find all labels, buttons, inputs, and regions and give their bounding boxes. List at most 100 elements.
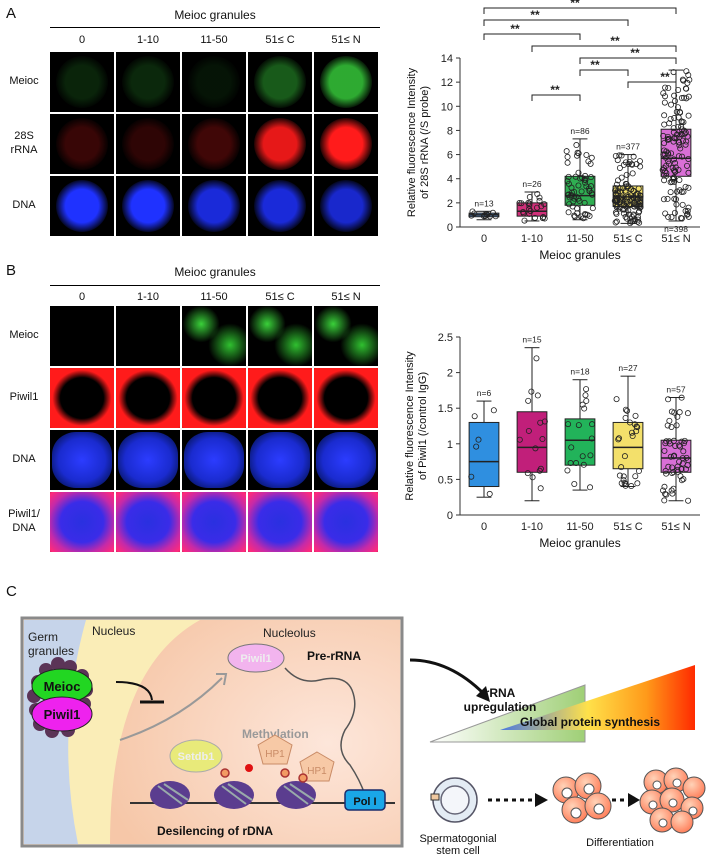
scale-bar — [320, 237, 372, 240]
micrograph-cell — [182, 52, 246, 112]
data-point — [670, 125, 677, 132]
data-point — [615, 435, 622, 442]
hp1-a-shape — [257, 734, 293, 765]
data-point — [663, 148, 670, 155]
data-point — [525, 397, 532, 404]
data-point — [680, 119, 687, 126]
data-point — [489, 209, 496, 216]
micrograph-cell — [182, 114, 246, 174]
data-point — [534, 204, 541, 211]
data-point — [662, 84, 669, 91]
data-point — [672, 196, 679, 203]
data-point — [572, 173, 579, 180]
data-point — [622, 414, 629, 421]
data-point — [575, 422, 582, 429]
data-point — [582, 179, 589, 186]
n-label: n=18 — [570, 367, 589, 377]
micrograph-cell — [50, 430, 114, 490]
significance-bracket — [579, 57, 677, 64]
import-arrow-head — [216, 673, 228, 686]
data-point — [577, 213, 584, 220]
cell-blob — [320, 56, 372, 108]
data-point — [664, 133, 671, 140]
data-point — [529, 474, 536, 481]
data-point — [618, 464, 625, 471]
data-point — [672, 442, 679, 449]
data-point — [670, 156, 677, 163]
data-point — [520, 209, 527, 216]
y-tick-label: 2 — [447, 368, 453, 380]
micrograph-cell — [248, 430, 312, 490]
cell-blob — [116, 492, 180, 552]
panel-c-letter: C — [6, 583, 17, 600]
data-point — [685, 497, 692, 504]
data-point — [620, 210, 627, 217]
data-point — [613, 218, 620, 225]
significance-label: ** — [530, 8, 540, 22]
micrograph-cell — [50, 368, 114, 428]
inhibition-arrow — [115, 681, 153, 701]
data-point — [632, 202, 639, 209]
data-point — [525, 199, 532, 206]
data-point — [685, 169, 692, 176]
cell-blob — [320, 180, 372, 232]
data-point — [685, 155, 692, 162]
data-point — [580, 461, 587, 468]
micrograph-cell — [248, 52, 312, 112]
data-point — [619, 206, 626, 213]
data-point — [629, 170, 636, 177]
row-label-2: DNA — [12, 453, 36, 465]
data-point — [571, 212, 578, 219]
data-point — [526, 194, 533, 201]
data-point — [539, 436, 546, 443]
col-label-4: 51≤ N — [331, 34, 361, 46]
data-point — [612, 187, 619, 194]
micrograph-cell — [314, 114, 378, 174]
micrograph-cell — [116, 492, 180, 552]
data-point — [565, 421, 572, 428]
micrograph-cell — [314, 306, 378, 366]
data-point — [661, 151, 668, 158]
data-point — [661, 497, 668, 504]
data-point — [685, 184, 692, 191]
data-point — [613, 396, 620, 403]
cell-blob — [184, 432, 244, 488]
y-tick-label: 2 — [447, 198, 453, 210]
data-point — [667, 189, 674, 196]
data-point — [681, 94, 688, 101]
data-point — [623, 183, 630, 190]
micrograph-cell — [248, 176, 312, 236]
data-point — [637, 192, 644, 199]
data-point — [675, 153, 682, 160]
data-point — [573, 193, 580, 200]
data-point — [537, 419, 544, 426]
data-point — [468, 212, 475, 219]
pol1-box — [344, 789, 386, 811]
col-label-2: 11-50 — [200, 34, 228, 46]
data-point — [670, 453, 677, 460]
rrna-upregulation-label-1: rRNA — [485, 686, 516, 700]
data-point — [661, 447, 668, 454]
micrograph-cell — [182, 176, 246, 236]
cell-blob — [254, 56, 306, 108]
significance-label: ** — [630, 46, 640, 60]
cell-blob — [254, 118, 306, 170]
data-point — [524, 470, 531, 477]
data-point — [575, 150, 582, 157]
data-point — [679, 76, 686, 83]
significance-bracket — [579, 69, 629, 76]
x-axis-title: Meioc granules — [539, 248, 620, 262]
data-point — [581, 405, 588, 412]
micrograph-cell — [248, 306, 312, 366]
data-point — [620, 477, 627, 484]
data-point — [674, 413, 681, 420]
micrograph-cell — [182, 430, 246, 490]
desilencing-label: Desilencing of rDNA — [157, 824, 273, 838]
y-tick-label: 12 — [441, 77, 453, 89]
data-point — [662, 440, 669, 447]
micrograph-cell — [50, 176, 114, 236]
data-point — [676, 139, 683, 146]
row-label-2: DNA — [12, 199, 36, 211]
data-point — [684, 410, 691, 417]
data-point — [663, 172, 670, 179]
